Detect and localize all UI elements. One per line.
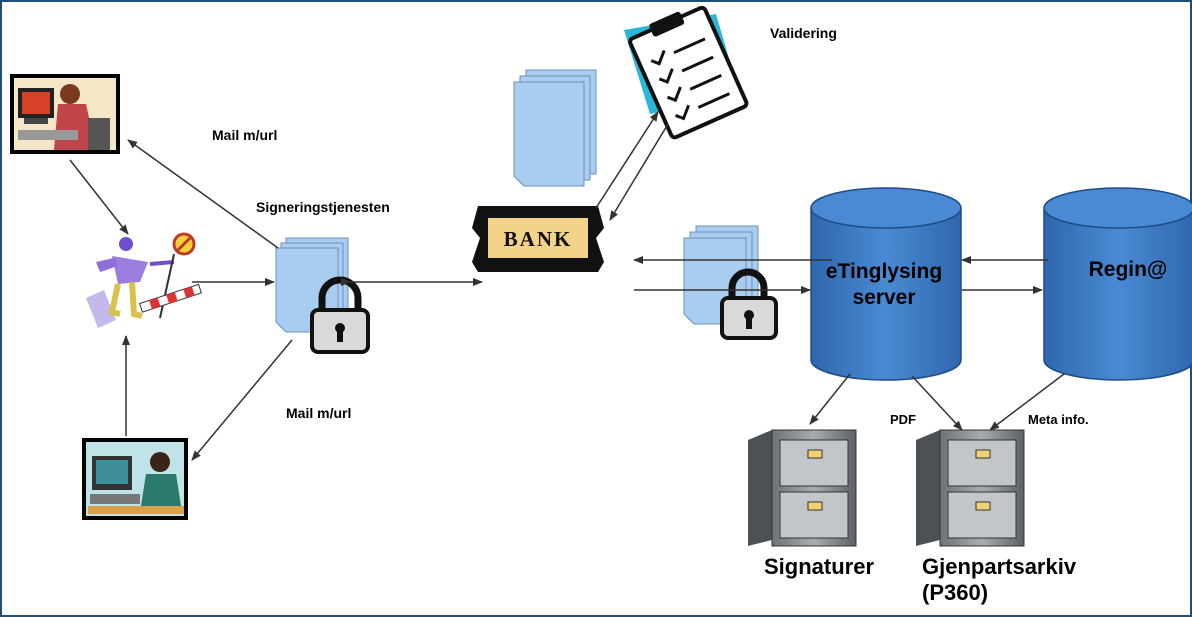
document-stack-icon xyxy=(513,69,597,187)
arrow-signing-to-user2-mail xyxy=(191,339,293,461)
label-etinglysing: eTinglysing xyxy=(826,260,942,283)
arrow-server-to-signatures xyxy=(809,373,851,425)
arrow-signing-to-user-mail xyxy=(127,139,279,249)
connector-arrows xyxy=(69,111,1065,461)
padlock-icon xyxy=(720,268,778,340)
arrow-regina-to-archive xyxy=(989,373,1065,431)
label-signaturer: Signaturer xyxy=(764,554,874,579)
bank-sign-icon: BANK xyxy=(472,206,604,272)
arrow-user-to-runner xyxy=(69,159,129,235)
arrow-validation-to-bank xyxy=(609,123,669,221)
label-signeringstjenesten: Signeringstjenesten xyxy=(256,199,390,215)
arrow-server-to-archive xyxy=(911,375,963,431)
database-cylinder-icon xyxy=(810,187,962,381)
label-p360: (P360) xyxy=(922,580,988,605)
label-gjenpartsarkiv: Gjenpartsarkiv xyxy=(922,554,1077,579)
label-regina: Regin@ xyxy=(1089,258,1168,281)
computer-user-teal-icon xyxy=(82,438,188,520)
database-cylinder-icon xyxy=(1043,187,1192,381)
padlock-icon xyxy=(310,276,370,354)
label-pdf: PDF xyxy=(890,412,916,427)
filing-cabinet-icon xyxy=(748,429,857,547)
label-mail-bottom: Mail m/url xyxy=(286,405,351,421)
label-mail-top: Mail m/url xyxy=(212,127,277,143)
label-validering: Validering xyxy=(770,25,837,41)
runner-gate-icon xyxy=(86,232,202,328)
filing-cabinet-icon xyxy=(916,429,1025,547)
computer-user-red-icon xyxy=(10,74,120,154)
arrow-bank-to-validation xyxy=(595,111,659,209)
label-server: server xyxy=(852,286,915,309)
label-meta-info: Meta info. xyxy=(1028,412,1089,427)
bank-label: BANK xyxy=(504,227,573,251)
clipboard-checklist-icon xyxy=(624,5,749,140)
